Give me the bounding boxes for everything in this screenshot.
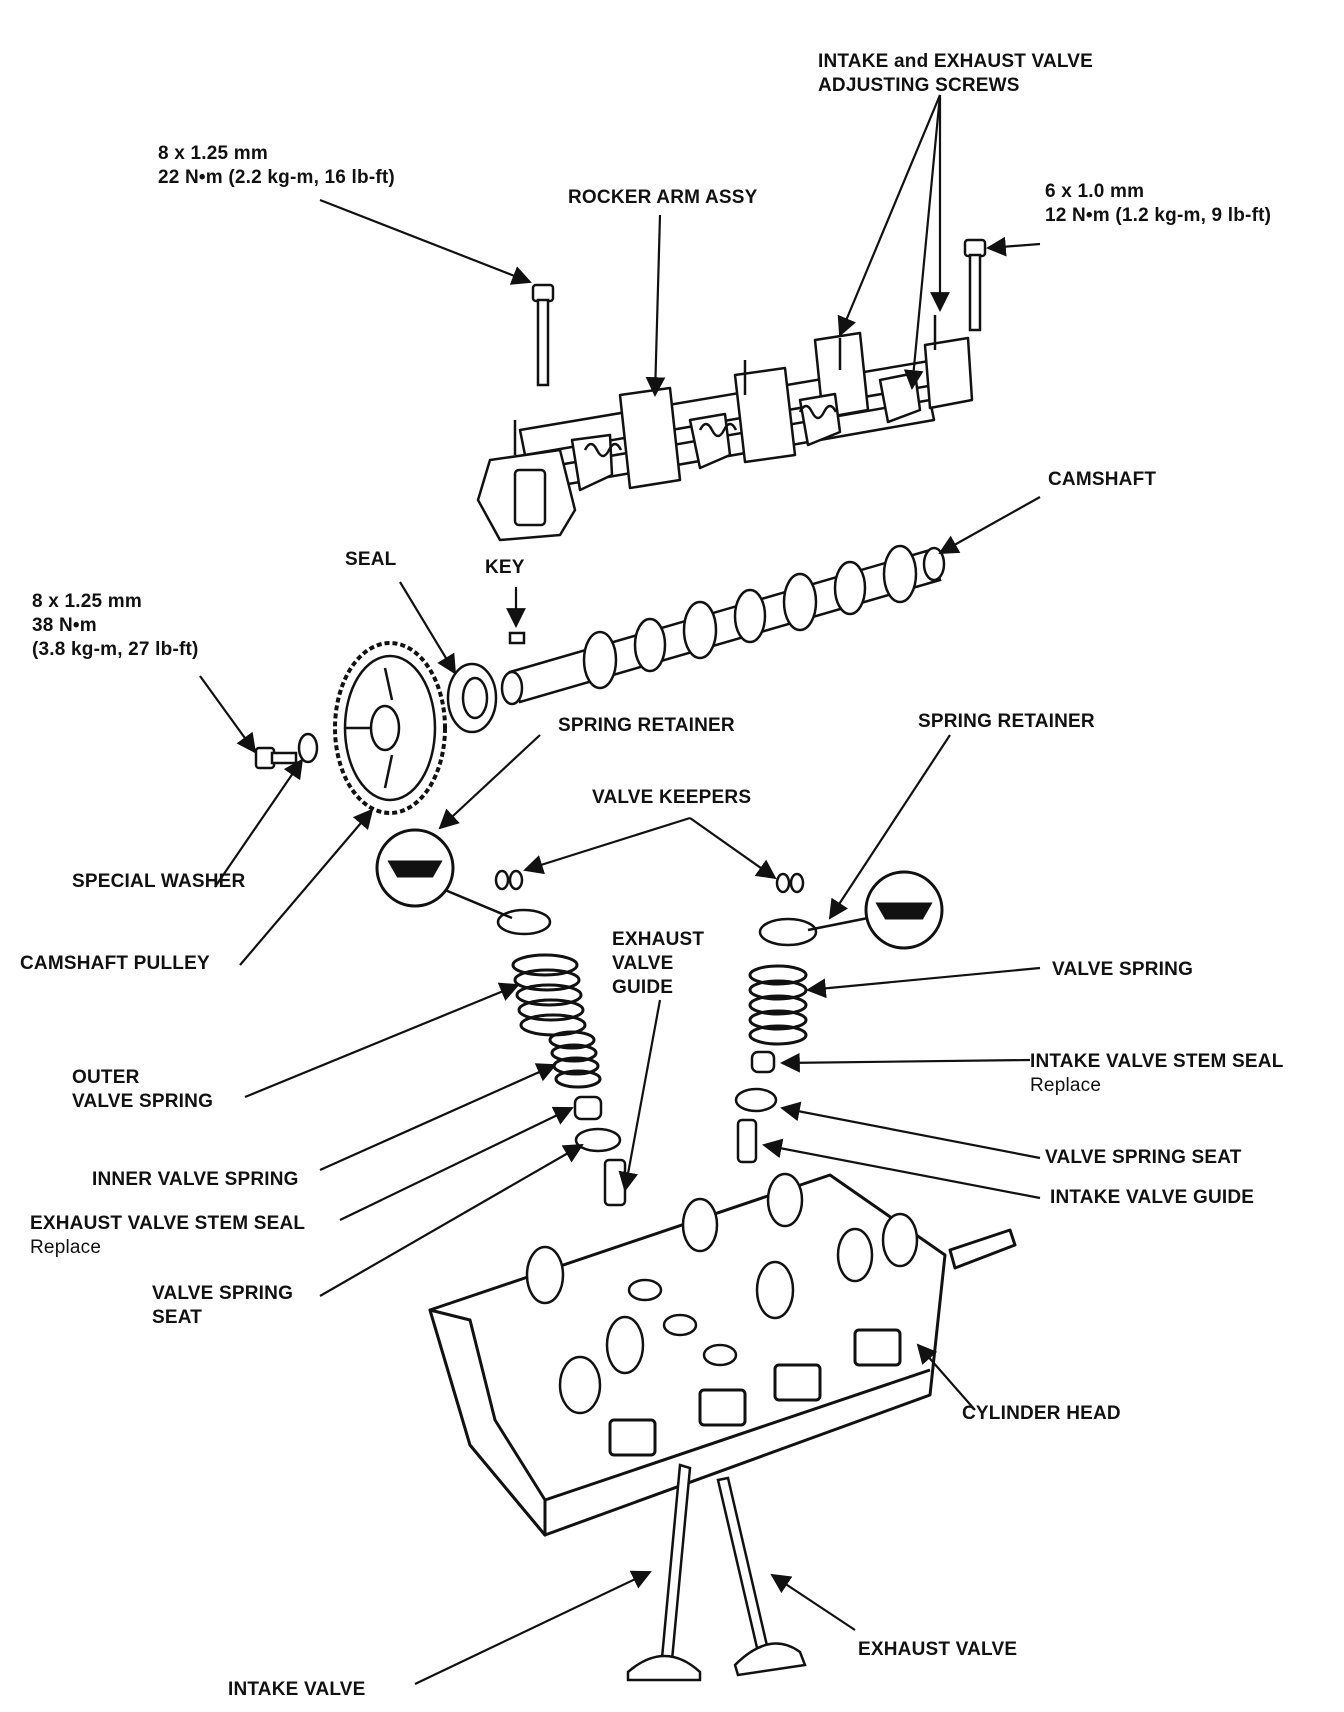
label-valve-keepers: VALVE KEEPERS bbox=[592, 787, 752, 808]
exhaust-valve-part bbox=[716, 1476, 807, 1677]
label-exhaust-valve: EXHAUST VALVE bbox=[858, 1639, 1018, 1660]
label-seal: SEAL bbox=[345, 549, 397, 570]
valve-spring-seat-left bbox=[574, 1127, 622, 1153]
label-camshaft: CAMSHAFT bbox=[1048, 469, 1157, 490]
label-bolt-pulley: 8 x 1.25 mm 38 N•m (3.8 kg-m, 27 lb-ft) bbox=[32, 591, 199, 660]
label-bolt-top-left: 8 x 1.25 mm 22 N•m (2.2 kg-m, 16 lb-ft) bbox=[158, 143, 395, 188]
pulley-bolt bbox=[254, 746, 298, 770]
spring-retainer-left bbox=[496, 908, 552, 936]
label-valve-spring: VALVE SPRING bbox=[1052, 959, 1194, 980]
label-adjusting-screws: INTAKE and EXHAUST VALVE ADJUSTING SCREW… bbox=[818, 51, 1094, 96]
label-valve-spring-seat-left: VALVE SPRING SEAT bbox=[152, 1283, 294, 1328]
cylinder-head bbox=[428, 1173, 1017, 1537]
label-exhaust-valve-stem-seal: EXHAUST VALVE STEM SEAL Replace bbox=[30, 1213, 306, 1258]
label-special-washer: SPECIAL WASHER bbox=[72, 871, 246, 892]
spring-retainer-detail-left bbox=[375, 828, 455, 908]
label-spring-retainer-right: SPRING RETAINER bbox=[918, 711, 1095, 732]
label-rocker-arm-assy: ROCKER ARM ASSY bbox=[568, 187, 758, 208]
label-intake-valve: INTAKE VALVE bbox=[228, 1679, 366, 1700]
spring-retainer-right bbox=[758, 917, 818, 947]
outer-valve-spring bbox=[511, 953, 587, 1037]
camshaft-pulley bbox=[333, 641, 447, 815]
label-inner-valve-spring: INNER VALVE SPRING bbox=[92, 1169, 299, 1190]
label-intake-valve-stem-seal: INTAKE VALVE STEM SEAL Replace bbox=[1030, 1051, 1284, 1096]
label-exhaust-valve-guide: EXHAUST VALVE GUIDE bbox=[612, 929, 705, 998]
valve-spring-seat-right bbox=[734, 1087, 778, 1113]
valve-keepers-right bbox=[775, 872, 805, 894]
label-camshaft-pulley: CAMSHAFT PULLEY bbox=[20, 953, 210, 974]
valve-keepers-left bbox=[494, 869, 524, 891]
intake-valve-part bbox=[626, 1463, 702, 1682]
camshaft-seal bbox=[446, 662, 498, 734]
valve-spring bbox=[748, 964, 808, 1046]
inner-valve-spring bbox=[548, 1030, 602, 1089]
label-bolt-top-right: 6 x 1.0 mm 12 N•m (1.2 kg-m, 9 lb-ft) bbox=[1045, 181, 1272, 226]
exhaust-valve-guide-part bbox=[603, 1158, 627, 1207]
label-cylinder-head: CYLINDER HEAD bbox=[962, 1403, 1121, 1424]
leader-lines bbox=[199, 94, 1041, 1685]
label-intake-valve-guide: INTAKE VALVE GUIDE bbox=[1050, 1187, 1255, 1208]
label-valve-spring-seat-right: VALVE SPRING SEAT bbox=[1045, 1147, 1242, 1168]
camshaft-key bbox=[508, 631, 526, 645]
camshaft bbox=[500, 544, 946, 706]
exhaust-valve-stem-seal bbox=[573, 1095, 603, 1121]
cylinder-head-valve-springs bbox=[525, 1172, 919, 1415]
label-key: KEY bbox=[485, 557, 525, 578]
label-outer-valve-spring: OUTER VALVE SPRING bbox=[72, 1067, 214, 1112]
rocker-bolt-left bbox=[531, 283, 555, 387]
intake-valve-guide-part bbox=[736, 1118, 758, 1164]
intake-valve-stem-seal bbox=[750, 1050, 776, 1074]
rocker-arm-assembly bbox=[476, 315, 974, 542]
special-washer bbox=[297, 732, 319, 764]
label-spring-retainer-left: SPRING RETAINER bbox=[558, 715, 735, 736]
rocker-bolt-right bbox=[963, 238, 987, 332]
spring-retainer-detail-right bbox=[864, 870, 944, 950]
detail-callout-lines bbox=[444, 888, 869, 932]
